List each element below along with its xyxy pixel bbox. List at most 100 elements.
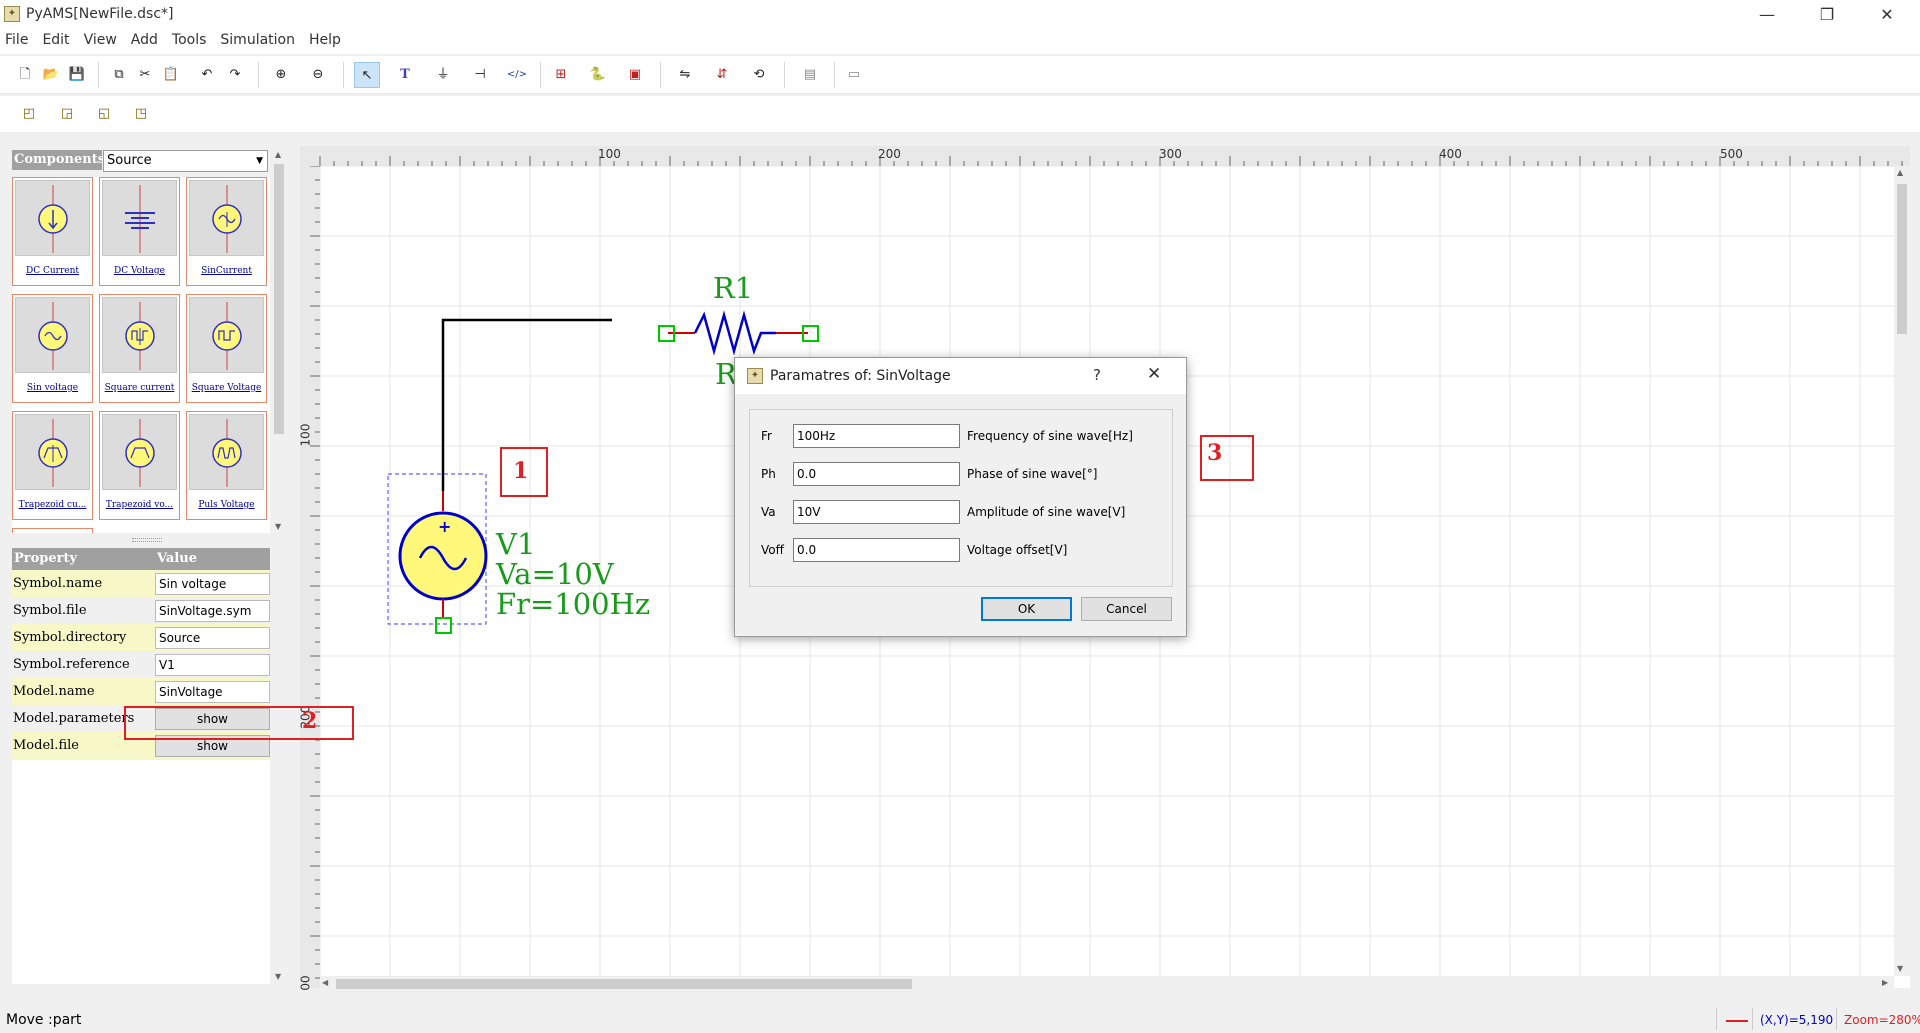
component-square-voltage[interactable]: Square Voltage [186,294,267,403]
component-label[interactable]: SinCurrent [201,266,252,276]
scroll-thumb[interactable] [1897,184,1907,334]
send-back-icon[interactable]: ◲ [60,106,74,121]
components-scrollbar[interactable]: ▲ ▼ [272,150,286,535]
resistor-label: R1 [713,271,753,305]
amplitude-input[interactable]: 10V [793,500,960,524]
property-value-input[interactable]: Source [155,627,270,649]
component-label[interactable]: Square Voltage [191,383,262,393]
undo-icon[interactable]: ↶ [201,67,213,82]
property-value-input[interactable]: SinVoltage.sym [155,600,270,622]
resistor-r1[interactable] [658,310,819,356]
square-voltage-icon [212,302,242,370]
annotation-box-2 [124,706,354,740]
copy-icon[interactable]: ⧉ [114,67,124,82]
scroll-down-icon[interactable]: ▼ [1897,964,1904,973]
component-trapezoid-current[interactable]: Trapezoid cu... [12,411,93,520]
scroll-thumb[interactable] [274,164,284,434]
component-dc-voltage[interactable]: DC Voltage [99,177,180,286]
component-trapezoid-voltage[interactable]: Trapezoid vo... [99,411,180,520]
voltage-offset-input[interactable]: 0.0 [793,538,960,562]
bring-front-icon[interactable]: ◰ [22,106,36,121]
scroll-left-icon[interactable]: ◀ [322,978,329,987]
component-label[interactable]: Square current [104,383,175,393]
flip-horizontal-icon[interactable]: ⇋ [679,67,691,82]
probe-icon[interactable]: ⊞ [555,67,567,82]
canvas-vertical-scrollbar[interactable]: ▲ ▼ [1894,166,1910,976]
model-file-show-button[interactable]: show [155,735,270,757]
restore-icon[interactable]: ❐ [1819,5,1835,24]
component-label[interactable]: Trapezoid vo... [105,500,174,510]
wire[interactable] [441,318,612,491]
new-icon[interactable]: 🗋 [19,67,31,82]
properties-icon[interactable]: ▤ [803,67,817,82]
cut-icon[interactable]: ✂ [139,67,151,82]
scroll-down-icon[interactable]: ▼ [275,522,282,531]
library-select[interactable]: Source ▼ [103,150,268,172]
code-tool-icon[interactable]: </> [506,69,528,80]
scroll-up-icon[interactable]: ▲ [275,150,282,159]
save-icon[interactable]: 💾 [68,67,86,82]
frequency-input[interactable]: 100Hz [793,424,960,448]
component-sin-voltage[interactable]: Sin voltage [12,294,93,403]
menu-add[interactable]: Add [130,32,158,48]
sin-voltage-source-v1[interactable] [398,491,488,634]
toolbar-separator [660,62,661,88]
ground-tool-icon[interactable]: ⏚ [436,67,450,82]
minimize-icon[interactable]: — [1759,5,1775,24]
zoom-in-icon[interactable]: ⊕ [275,67,287,82]
scroll-thumb[interactable] [336,979,912,989]
window-icon[interactable]: ▭ [847,67,861,82]
rotate-icon[interactable]: ⟲ [753,67,765,82]
close-icon[interactable]: ✕ [1147,364,1162,384]
send-backward-icon[interactable]: ◳ [134,106,148,121]
ok-button[interactable]: OK [981,597,1072,621]
menu-view[interactable]: View [83,32,117,48]
component-dc-current[interactable]: DC Current [12,177,93,286]
scroll-right-icon[interactable]: ▶ [1882,978,1889,987]
canvas-horizontal-scrollbar[interactable]: ◀ ▶ [320,976,1894,992]
top-ruler: 100 200 300 400 500 [300,146,1910,166]
port-tool-icon[interactable]: ⊣ [474,67,486,82]
title-bar: ✦ PyAMS[NewFile.dsc*] — ❐ ✕ [0,0,1920,30]
bring-forward-icon[interactable]: ◱ [97,106,111,121]
component-label[interactable]: Puls Voltage [198,500,255,510]
parameter-row: Ph 0.0 Phase of sine wave[°] [750,462,1174,488]
zoom-out-icon[interactable]: ⊖ [312,67,324,82]
menu-edit[interactable]: Edit [42,32,70,48]
property-scrollbar[interactable]: ▼ [272,548,286,984]
component-label[interactable]: DC Current [26,266,79,276]
select-pointer-icon[interactable]: ↖ [354,62,380,88]
cancel-button[interactable]: Cancel [1081,597,1172,621]
splitter-handle[interactable] [132,538,162,542]
python-icon[interactable]: 🐍 [589,67,607,82]
ruler-label: 100 [298,423,313,447]
help-button[interactable]: ? [1093,366,1101,384]
component-label[interactable]: Sin voltage [26,383,79,393]
analysis-icon[interactable]: ▣ [628,67,642,82]
component-label[interactable]: Trapezoid cu... [18,500,87,510]
flip-vertical-icon[interactable]: ⇵ [716,67,728,82]
toolbar-separator [784,62,785,88]
menu-help[interactable]: Help [308,32,341,48]
property-value-input[interactable]: V1 [155,654,270,676]
parameter-label: Fr [761,429,772,443]
menu-tools[interactable]: Tools [171,32,207,48]
open-icon[interactable]: 📂 [42,67,60,82]
property-value-input[interactable]: SinVoltage [155,681,270,703]
phase-input[interactable]: 0.0 [793,462,960,486]
scroll-down-icon[interactable]: ▼ [275,972,282,981]
redo-icon[interactable]: ↷ [229,67,241,82]
parameters-dialog: ✦ Paramatres of: SinVoltage ? ✕ Fr 100Hz… [734,357,1187,637]
close-icon[interactable]: ✕ [1880,5,1894,24]
property-value-input[interactable]: Sin voltage [155,573,270,595]
component-square-current[interactable]: Square current [99,294,180,403]
paste-icon[interactable]: 📋 [162,67,180,82]
menu-file[interactable]: File [5,32,29,48]
component-sin-current[interactable]: SinCurrent [186,177,267,286]
scroll-up-icon[interactable]: ▲ [1897,168,1904,177]
text-tool-icon[interactable]: T [400,67,410,82]
model-parameters-show-button[interactable]: show [155,708,270,730]
component-puls-voltage[interactable]: Puls Voltage [186,411,267,520]
component-label[interactable]: DC Voltage [113,266,165,276]
menu-simulation[interactable]: Simulation [220,32,295,48]
